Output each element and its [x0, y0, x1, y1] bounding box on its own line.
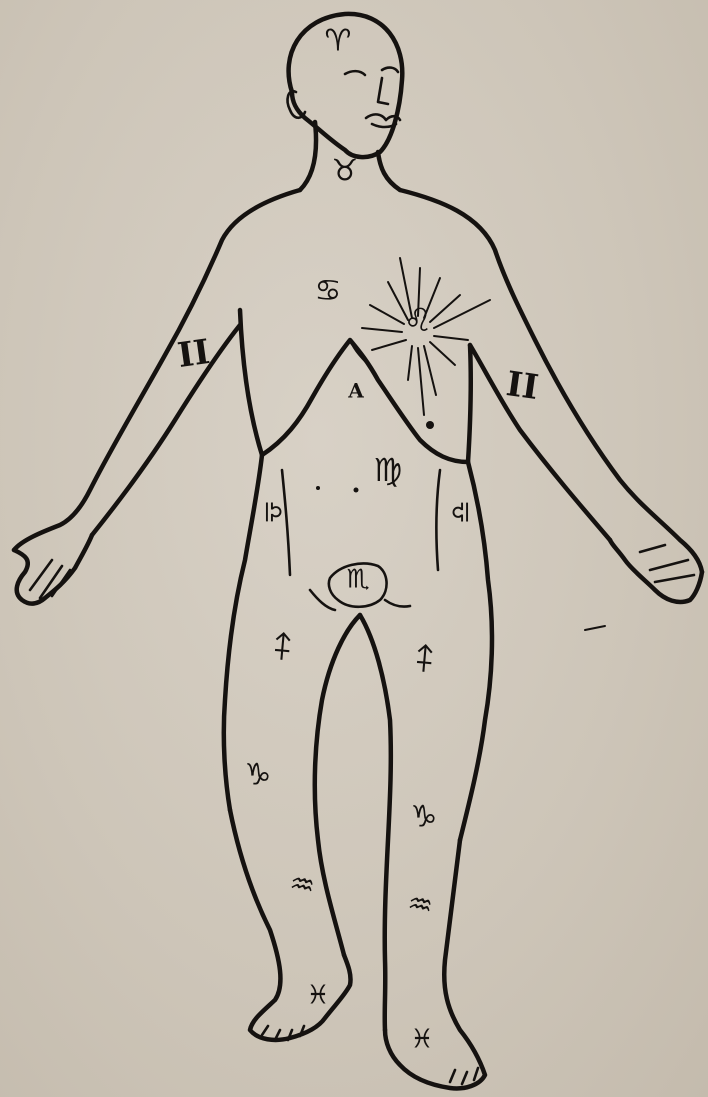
- capricorn-left-sign: ♑: [245, 758, 272, 793]
- sagittarius-left-sign: ♐: [263, 626, 303, 667]
- right-flank: [436, 470, 440, 570]
- right-inner-arm: [470, 345, 610, 540]
- stomach-line: [350, 340, 368, 364]
- sagittarius-right-sign: ♐: [405, 638, 445, 679]
- libra-right-sign: ♎: [447, 500, 477, 523]
- neck-left: [300, 122, 316, 190]
- right-leg-inner: [360, 615, 391, 1030]
- groin-right-line: [385, 600, 410, 607]
- scorpio-sign: ♏: [346, 565, 369, 595]
- capricorn-right-sign: ♑: [411, 800, 438, 835]
- virgo-sign: ♍: [374, 451, 403, 489]
- ink-speck: [316, 486, 320, 490]
- nose: [378, 78, 388, 104]
- abdomen-letter: A: [347, 379, 364, 403]
- gemini-right-arm-sign: II: [175, 332, 212, 376]
- right-hand-fingers: [640, 545, 694, 582]
- right-eye: [345, 71, 365, 75]
- pisces-right-sign: ♓: [410, 1025, 433, 1055]
- left-eye: [382, 68, 398, 72]
- aquarius-left-sign: ♒: [287, 866, 317, 903]
- gemini-left-arm-sign: II: [504, 364, 541, 408]
- left-leg-inner: [315, 615, 360, 955]
- taurus-sign: ♉: [332, 154, 359, 189]
- aries-sign: ♈: [325, 24, 352, 59]
- right-leg-outer: [385, 840, 485, 1088]
- neck-right: [378, 152, 400, 190]
- ink-speck: [354, 488, 359, 493]
- pisces-left-sign: ♓: [306, 981, 329, 1011]
- right-shoulder-arm: [400, 190, 702, 572]
- leo-sign: ♌: [404, 301, 433, 339]
- aquarius-right-sign: ♒: [405, 886, 435, 923]
- mouth: [372, 124, 396, 127]
- left-leg-outer: [230, 810, 351, 1040]
- ink-mark: [585, 626, 605, 630]
- right-toes: [450, 1068, 478, 1084]
- cancer-sign: ♋: [315, 274, 342, 309]
- libra-left-sign: ♎: [258, 500, 288, 523]
